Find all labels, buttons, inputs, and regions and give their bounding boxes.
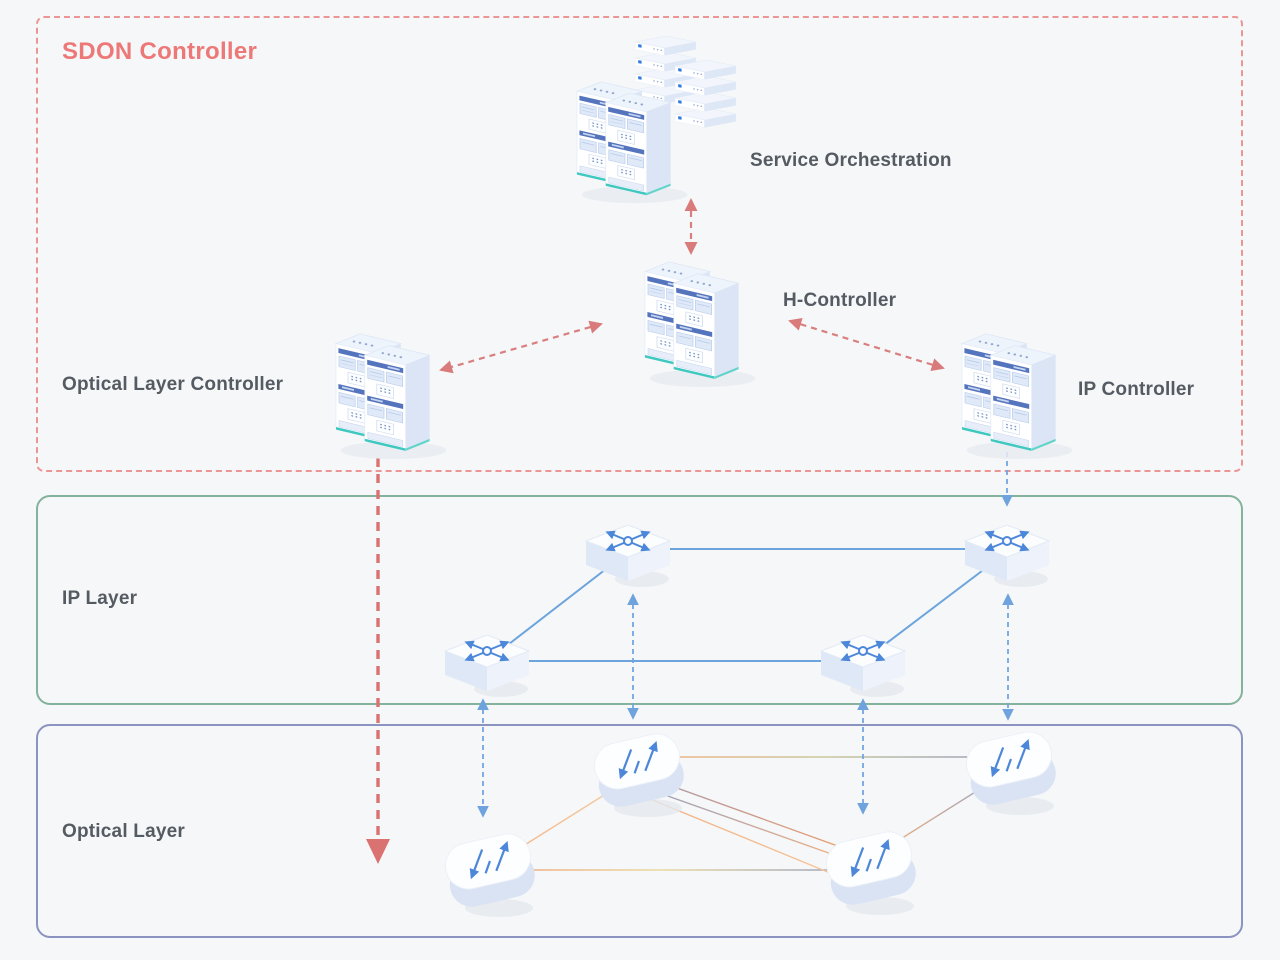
service-orchestration-label: Service Orchestration — [750, 150, 952, 171]
ip-layer-box — [36, 495, 1243, 705]
h-controller-label: H-Controller — [783, 290, 897, 311]
optical-layer-controller-label: Optical Layer Controller — [62, 374, 284, 395]
sdon-controller-box — [36, 16, 1243, 472]
ip-layer-label: IP Layer — [62, 588, 138, 609]
ip-controller-label: IP Controller — [1078, 379, 1195, 400]
sdon-controller-title: SDON Controller — [62, 38, 258, 65]
optical-layer-box — [36, 724, 1243, 938]
optical-layer-label: Optical Layer — [62, 821, 185, 842]
